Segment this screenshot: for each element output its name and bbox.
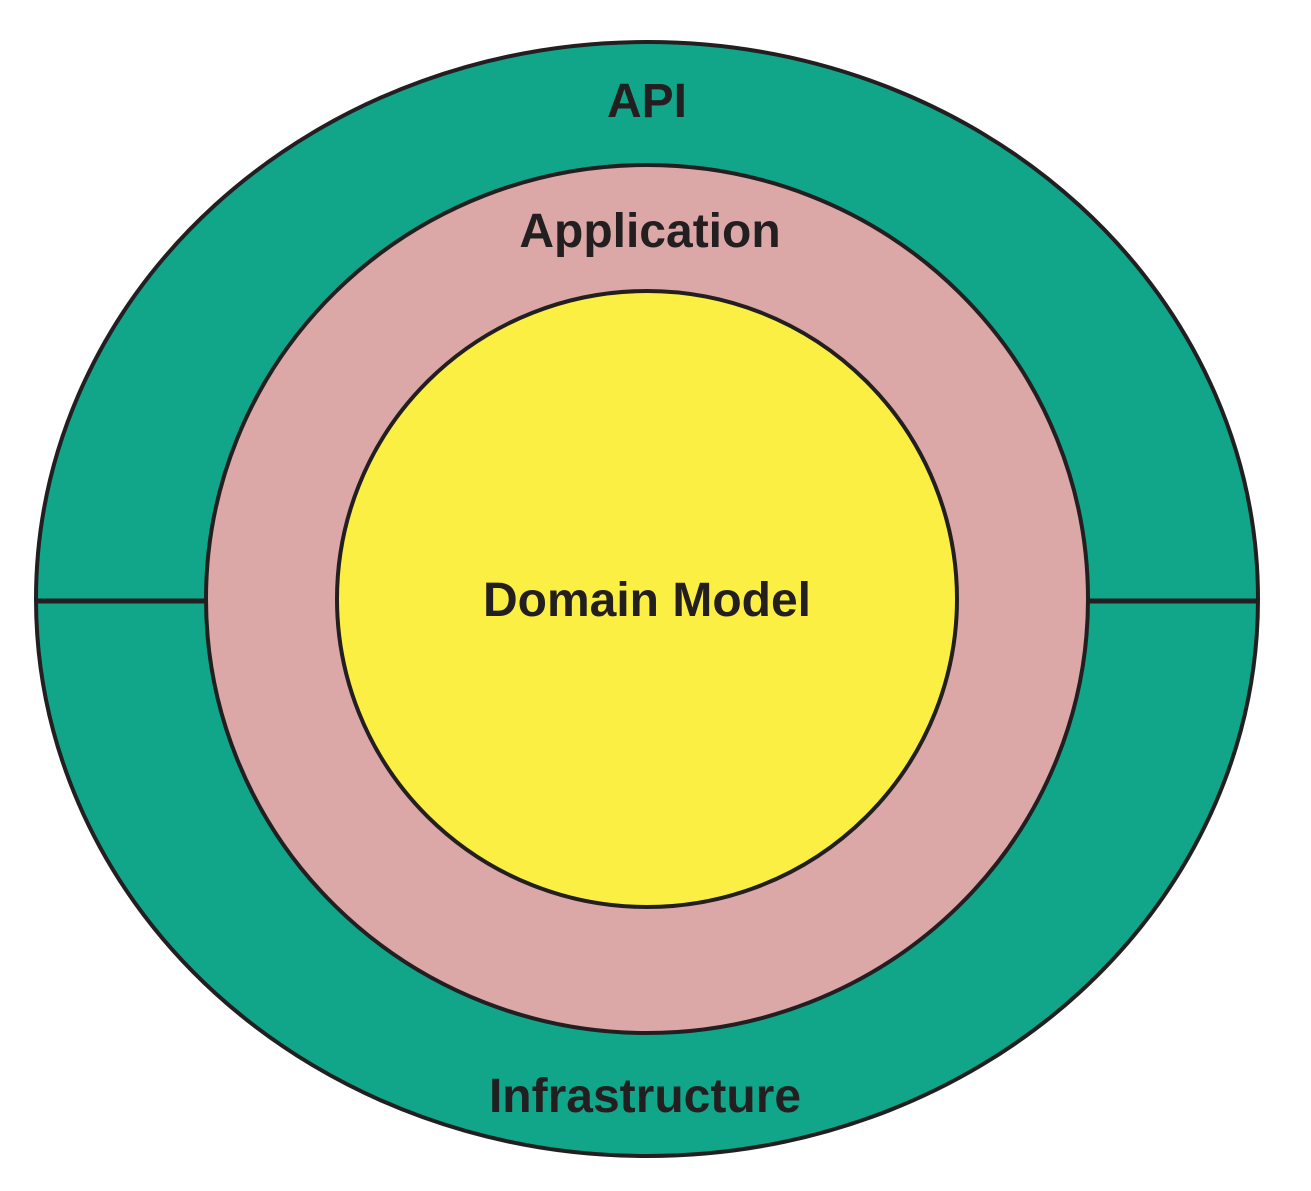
api-label: API xyxy=(607,75,687,128)
application-label: Application xyxy=(519,205,780,258)
domain-model-circle xyxy=(335,289,959,909)
infrastructure-label: Infrastructure xyxy=(489,1070,801,1123)
domain-model-label: Domain Model xyxy=(483,574,811,627)
